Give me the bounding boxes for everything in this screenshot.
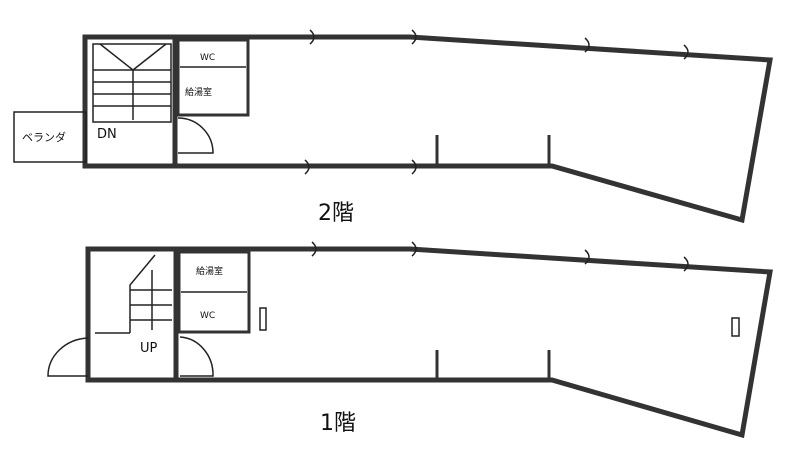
toilet-label-1f: WC: [200, 311, 215, 321]
kitchenette-label-2f: 給湯室: [185, 86, 212, 98]
floor-1-plan: 給湯室 WC UP: [47, 241, 773, 439]
balcony-label: ベランダ: [22, 130, 66, 144]
entrance-door-swing: [47, 337, 89, 377]
door-swing: [177, 117, 214, 154]
toilet-label-2f: WC: [200, 53, 215, 63]
door-swing: [179, 336, 214, 377]
staircase-2f: [92, 43, 172, 123]
floor-1-label: 1階: [320, 411, 356, 436]
floor-2-outer-wall: [82, 34, 773, 224]
stair-down-label: DN: [97, 127, 117, 142]
floor-2-plan: WC 給湯室 DN ベランダ: [13, 29, 773, 224]
balcony: [13, 111, 87, 163]
floor-1-outer-wall: [85, 246, 773, 439]
wc-kitchen-block: [177, 250, 251, 334]
floor-2-label: 2階: [318, 201, 354, 226]
windows-2f: [304, 29, 689, 175]
kitchenette-label-1f: 給湯室: [196, 265, 223, 277]
stair-up-label: UP: [140, 341, 158, 356]
windows-1f: [311, 241, 689, 272]
staircase-1f: [95, 254, 172, 334]
wc-kitchen-block: [176, 38, 250, 117]
